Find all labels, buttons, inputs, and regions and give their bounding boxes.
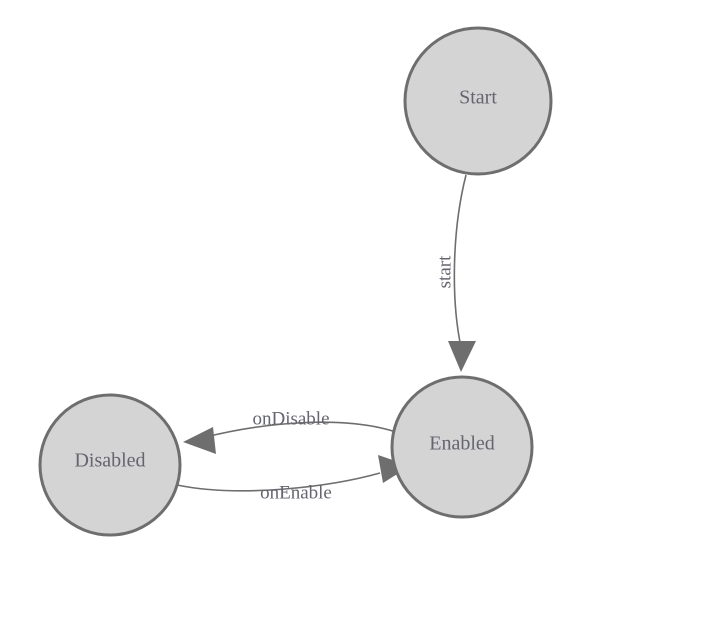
node-start[interactable]: Start	[403, 26, 553, 176]
node-enabled[interactable]: Enabled	[390, 375, 534, 519]
edge-start-to-enabled-path	[453, 174, 467, 348]
edge-label-on-enable: onEnable	[260, 482, 332, 503]
edge-label-on-disable: onDisable	[252, 408, 329, 429]
edge-start-to-enabled	[448, 174, 476, 372]
edge-enabled-to-disabled	[183, 421, 397, 454]
edge-enabled-to-disabled-arrowhead	[183, 427, 216, 454]
edge-label-start: start	[434, 255, 455, 288]
node-disabled-circle[interactable]	[38, 393, 182, 537]
edge-start-to-enabled-arrowhead	[448, 341, 476, 372]
node-enabled-label: Enabled	[429, 433, 495, 455]
node-disabled-label: Disabled	[74, 450, 145, 472]
node-enabled-circle[interactable]	[390, 375, 534, 519]
edge-enabled-to-disabled-path	[205, 421, 397, 438]
node-start-label: Start	[459, 87, 497, 109]
node-disabled[interactable]: Disabled	[38, 393, 182, 537]
node-start-circle[interactable]	[403, 26, 553, 176]
edge-disabled-to-enabled-path	[176, 472, 381, 492]
